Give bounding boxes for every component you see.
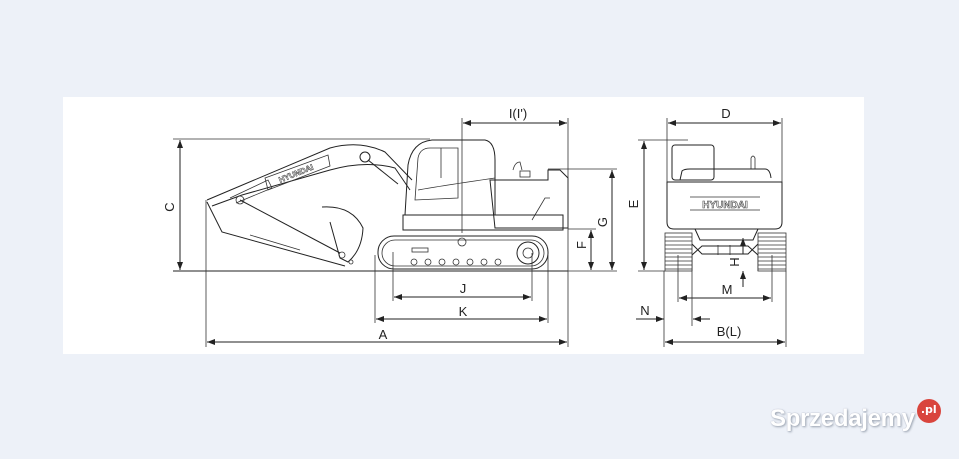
counterweight xyxy=(666,181,783,230)
housing-detail xyxy=(531,197,550,221)
side-dimensions: C A K J I(I') G F xyxy=(162,106,617,347)
left-track xyxy=(664,232,693,272)
bucket-pin xyxy=(338,251,346,259)
upper-frame xyxy=(402,214,564,231)
boom-pivot xyxy=(359,151,371,163)
label-g: G xyxy=(595,217,610,227)
label-n: N xyxy=(640,303,649,318)
cab xyxy=(404,139,496,216)
exhaust xyxy=(512,161,523,171)
label-m: M xyxy=(722,282,733,297)
engine-grille xyxy=(519,170,531,178)
engine-housing xyxy=(489,169,569,229)
boom-bottom xyxy=(211,163,411,207)
bucket-pin xyxy=(348,259,354,265)
label-b: B(L) xyxy=(717,324,742,339)
arm xyxy=(206,201,346,267)
label-d: D xyxy=(721,106,730,121)
excavator-rear-view: HYUNDAI xyxy=(664,144,787,272)
boom-top xyxy=(206,144,413,201)
excavator-side-view: HYUNDAI xyxy=(173,139,569,272)
track-inner xyxy=(381,239,545,267)
watermark-logo: Sprzedajemy xyxy=(770,405,915,432)
label-c: C xyxy=(162,202,177,211)
undercarriage xyxy=(691,245,759,271)
label-a: A xyxy=(379,327,388,342)
watermark: Sprzedajemy .pl xyxy=(770,399,941,434)
label-i: I(I') xyxy=(509,106,527,121)
boom-cylinder xyxy=(229,179,273,204)
cab-stripe xyxy=(417,177,496,191)
sprocket xyxy=(516,241,540,265)
arm-upper xyxy=(239,199,341,254)
arm-cylinder xyxy=(249,234,301,251)
rear-hood xyxy=(679,168,772,181)
counterweight-brand-text: HYUNDAI xyxy=(702,200,748,211)
cab-window xyxy=(414,147,459,201)
rear-exhaust xyxy=(750,155,756,169)
label-e: E xyxy=(626,199,641,208)
arm-pivot xyxy=(235,195,245,205)
label-j: J xyxy=(460,281,467,296)
boom-plate xyxy=(264,154,331,191)
bucket xyxy=(321,206,364,263)
rear-dimensions: D E H M N B(L) xyxy=(626,106,787,347)
rear-cab xyxy=(671,144,715,181)
track xyxy=(377,235,549,270)
watermark-badge: .pl xyxy=(916,399,941,423)
carrier-roller xyxy=(457,237,467,247)
track-plate xyxy=(411,247,429,253)
sprocket-hub xyxy=(522,247,534,259)
track-rollers xyxy=(410,258,502,266)
boom-link xyxy=(367,159,399,185)
label-f: F xyxy=(574,241,589,249)
label-h: H xyxy=(727,257,742,266)
label-k: K xyxy=(459,304,468,319)
